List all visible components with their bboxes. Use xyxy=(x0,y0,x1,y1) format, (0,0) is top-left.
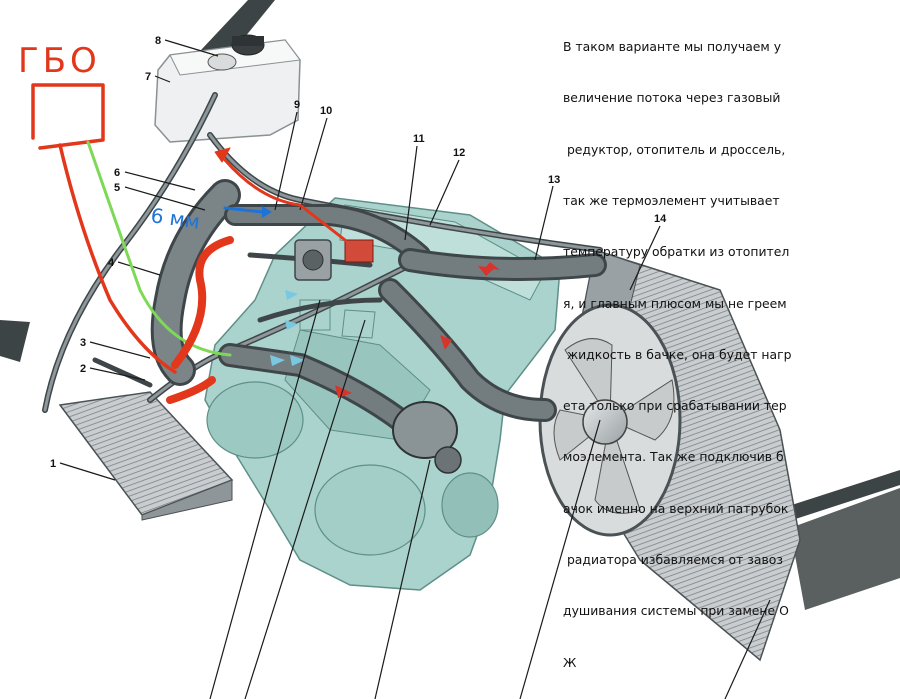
water-pump xyxy=(392,401,462,474)
callout-number: 12 xyxy=(453,147,465,159)
annotation-line: температуру обратки из отопител xyxy=(563,244,790,260)
callout-number: 2 xyxy=(80,363,86,375)
leader-lines xyxy=(59,39,771,699)
heater-core xyxy=(58,391,234,521)
handwritten-markers xyxy=(31,83,347,404)
annotation-line: я, и главным плюсом мы не греем xyxy=(563,295,787,311)
annotation-line: Ж xyxy=(563,654,577,670)
annotation-line: душивания системы при замене О xyxy=(563,603,789,619)
annotation-line: жидкость в бачке, она будет нагр xyxy=(563,346,792,362)
annotation-line: ета только при срабатывании тер xyxy=(563,398,787,414)
callout-number: 10 xyxy=(320,105,332,117)
callout-number: 3 xyxy=(80,337,86,349)
callout-number: 7 xyxy=(145,71,151,83)
callout-number: 13 xyxy=(548,174,560,186)
annotation-line: редуктор, отопитель и дроссель, xyxy=(563,141,786,157)
callout-number: 5 xyxy=(114,182,120,194)
annotation-text: В таком варианте мы получаем у величение… xyxy=(563,4,791,688)
callout-numbers: 1 2 3 4 5 6 7 8 9 10 11 12 13 14 xyxy=(50,35,667,470)
annotation-line: моэлемента. Так же подключив б xyxy=(563,449,784,465)
annotation-line: В таком варианте мы получаем у xyxy=(563,39,782,55)
gbo-label: ГБО xyxy=(18,41,101,81)
thermostat xyxy=(344,239,374,263)
callout-number: 4 xyxy=(108,257,115,269)
callout-number: 11 xyxy=(413,133,425,145)
callout-number: 9 xyxy=(294,99,300,111)
callout-number: 1 xyxy=(50,458,56,470)
callout-number: 8 xyxy=(155,35,161,47)
callout-number: 6 xyxy=(114,167,120,179)
annotation-line: ачок именно на верхний патрубок xyxy=(563,500,789,516)
flow-arrows xyxy=(270,262,500,398)
annotation-line: величение потока через газовый xyxy=(563,90,781,106)
expansion-tank xyxy=(154,34,301,143)
callout-number: 14 xyxy=(654,213,667,225)
coolant-hoses xyxy=(42,92,607,432)
annotation-line: так же термоэлемент учитывает xyxy=(563,193,780,209)
annotation-line: радиатора избавляемся от завоз xyxy=(563,552,783,567)
throttle-body xyxy=(294,239,332,281)
